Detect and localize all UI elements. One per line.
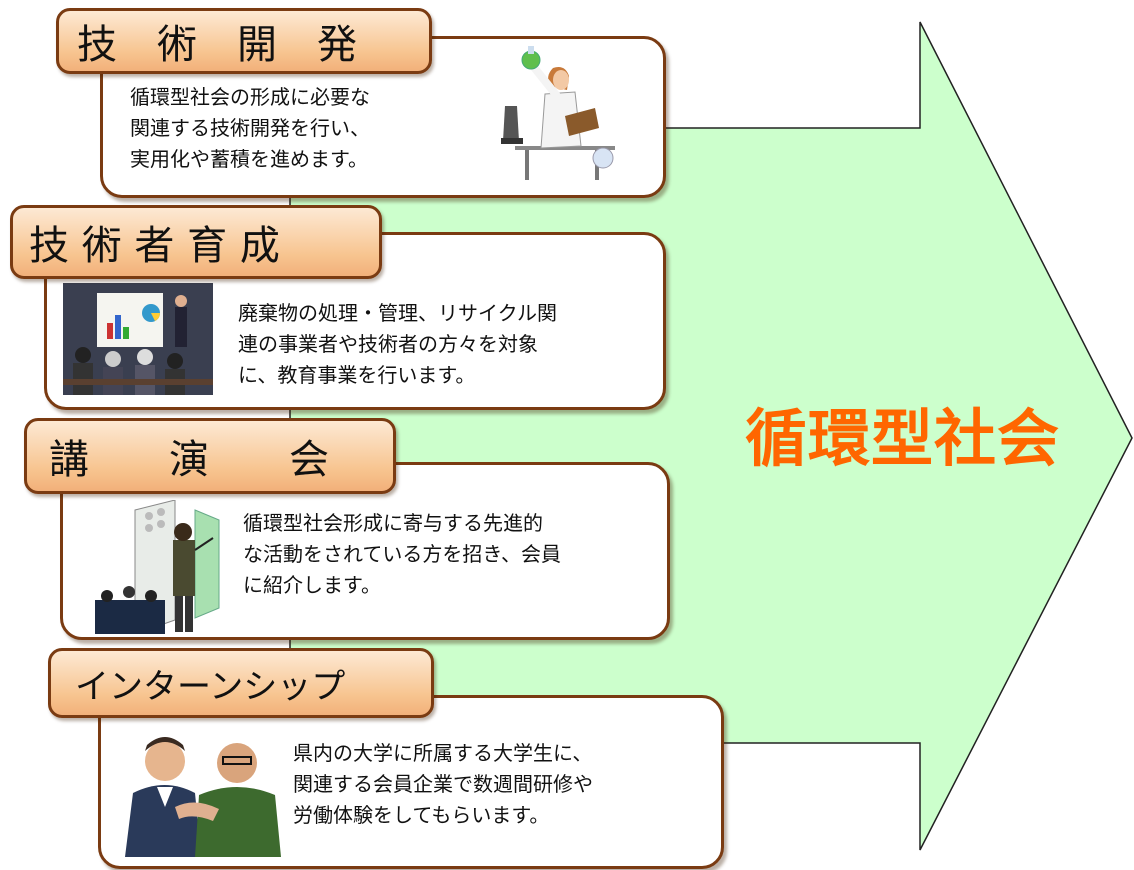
seminar-illustration — [63, 283, 213, 395]
tab-title: 講 演 会 — [49, 437, 329, 483]
tab-internship: インターンシップ — [48, 648, 434, 718]
tab-title: 技 術 開 発 — [77, 22, 357, 68]
handshake-illustration — [125, 737, 281, 857]
card-description: 循環型社会の形成に必要な 関連する技術開発を行い、 実用化や蓄積を進めます。 — [130, 85, 370, 171]
card-description: 廃棄物の処理・管理、リサイクル関 連の事業者や技術者の方々を対象 に、教育事業を… — [238, 301, 557, 387]
lecture-illustration — [95, 500, 220, 634]
tab-title: インターンシップ — [75, 666, 346, 707]
card-description: 循環型社会形成に寄与する先進的 な活動をされている方を招き、会員 に紹介します。 — [243, 511, 561, 597]
tab-engineer-training: 技 術 者 育 成 — [10, 205, 382, 279]
tab-tech-development: 技 術 開 発 — [56, 8, 432, 74]
tab-title: 技 術 者 育 成 — [29, 223, 280, 269]
scientist-illustration — [501, 46, 615, 180]
card-description: 県内の大学に所属する大学生に、 関連する会員企業で数週間研修や 労働体験をしても… — [293, 741, 593, 827]
tab-lecture: 講 演 会 — [24, 418, 396, 494]
goal-label: 循環型社会 — [745, 402, 1061, 475]
